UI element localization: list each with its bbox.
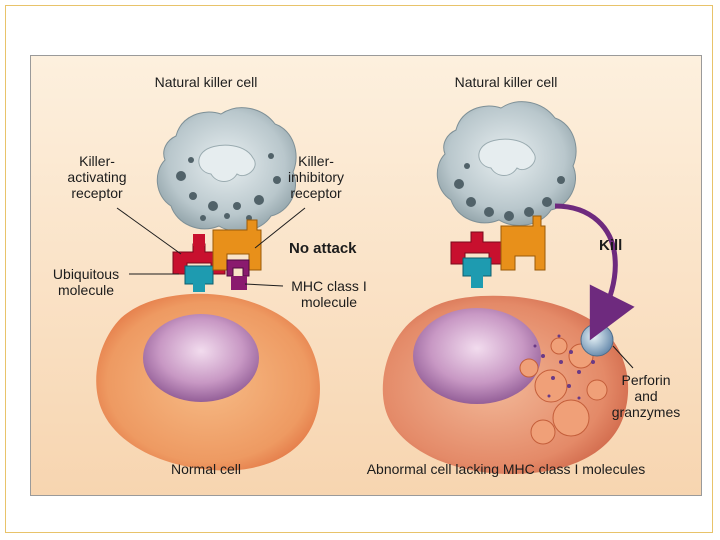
killer-inhibitory-receptor-right [500, 215, 546, 271]
normal-cell-nucleus [143, 314, 259, 402]
ubiquitous-molecule-label: Ubiquitous molecule [52, 266, 120, 298]
nk-cell-left [156, 107, 297, 232]
nk-cell-label-right: Natural killer cell [454, 74, 558, 90]
abnormal-cell-label: Abnormal cell lacking MHC class I molecu… [366, 461, 646, 477]
left-leader-lines [116, 207, 306, 287]
figure-panel: Natural killer cell Killer- activating r… [30, 55, 702, 496]
mhc-class-i-molecule-label: MHC class I molecule [291, 278, 367, 310]
nk-cell-diagram [31, 56, 701, 495]
nk-cell-label-left: Natural killer cell [154, 74, 258, 90]
membrane-blebs [519, 337, 608, 445]
perforin-granzymes-label: Perforin and granzymes [611, 372, 681, 420]
ubiquitous-molecule-right [462, 257, 492, 288]
slide-frame: Natural killer cell Killer- activating r… [5, 5, 713, 533]
mhc-class-i-molecule-left [226, 259, 250, 290]
normal-cell [96, 293, 320, 471]
no-attack-label: No attack [289, 240, 357, 257]
killer-inhibitory-receptor-label: Killer- inhibitory receptor [287, 153, 345, 201]
perforin-leader-line [612, 345, 634, 369]
normal-cell-label: Normal cell [170, 461, 241, 477]
abnormal-cell [382, 295, 629, 474]
kill-arrow [554, 203, 635, 341]
abnormal-cell-nucleus [413, 308, 541, 404]
perforin-granzyme-granule [580, 323, 614, 357]
nk-cell-right [436, 101, 577, 226]
ubiquitous-molecule-left [184, 265, 214, 292]
killer-activating-receptor-label: Killer- activating receptor [67, 153, 127, 201]
kill-label: Kill [599, 237, 623, 254]
